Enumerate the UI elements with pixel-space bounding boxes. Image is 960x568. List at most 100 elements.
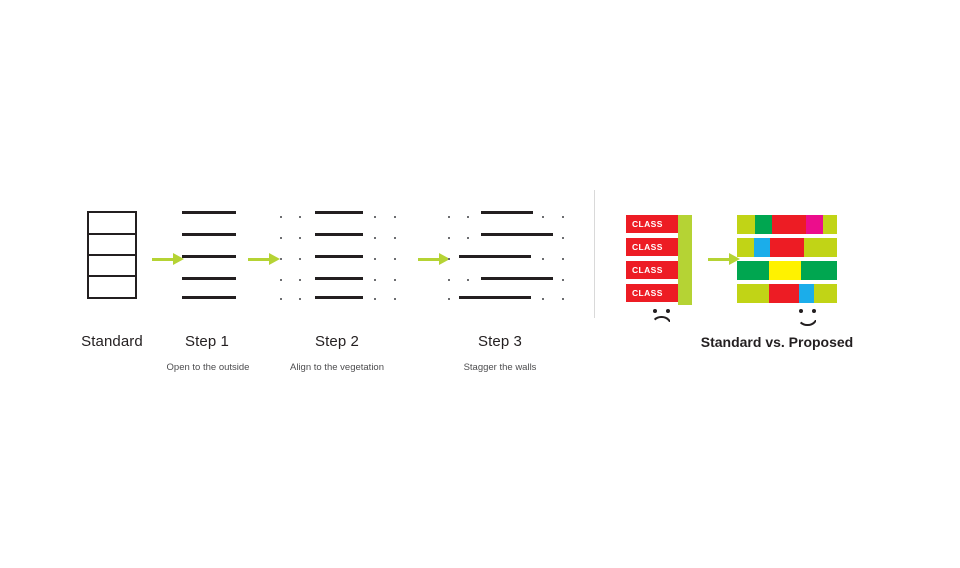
vegetation-dot [562, 298, 564, 300]
program-cell [737, 284, 769, 303]
vegetation-dot [299, 279, 301, 281]
vegetation-dot [280, 298, 282, 300]
face-mouth [651, 316, 672, 326]
vegetation-dot [448, 216, 450, 218]
wall-line [315, 255, 363, 258]
face-eye [653, 309, 657, 313]
vegetation-dot [467, 237, 469, 239]
arrow-head [729, 253, 740, 265]
vegetation-dot [280, 237, 282, 239]
vegetation-dot [542, 298, 544, 300]
program-cell [770, 238, 804, 257]
vegetation-dot [299, 216, 301, 218]
program-row [737, 238, 879, 257]
stage-title-step-1: Step 1 [185, 333, 229, 350]
proposed-program-grid [737, 215, 879, 305]
transformation-sequence-panel: Standard Step 1 Open to the outside Step… [81, 205, 570, 373]
wall-line [182, 255, 236, 258]
vegetation-dot [394, 258, 396, 260]
stage-caption-step-1: Open to the outside [166, 362, 250, 373]
wall-line [459, 255, 531, 258]
program-cell [737, 215, 755, 234]
vegetation-dot [280, 216, 282, 218]
vegetation-dot [374, 279, 376, 281]
comparison-title: Standard vs. Proposed [700, 334, 854, 350]
program-cell [737, 238, 754, 257]
arrow-shaft [418, 258, 440, 261]
vegetation-dot [299, 237, 301, 239]
cell-divider [89, 254, 135, 256]
vegetation-dot [374, 216, 376, 218]
wall-line [315, 277, 363, 280]
vegetation-dot [374, 237, 376, 239]
sad-face-icon [645, 307, 679, 331]
program-cell [814, 284, 837, 303]
program-cell [801, 261, 837, 280]
vegetation-dot [374, 258, 376, 260]
program-row [737, 215, 879, 234]
wall-line [182, 233, 236, 236]
vegetation-dot [374, 298, 376, 300]
arrow-head [173, 253, 184, 265]
arrow-head [269, 253, 280, 265]
panel-divider [594, 190, 595, 318]
vegetation-dot [280, 279, 282, 281]
program-row [737, 284, 879, 303]
face-mouth [797, 316, 818, 326]
program-cell [769, 261, 801, 280]
step-2-diagram [277, 205, 402, 305]
wall-line [481, 277, 553, 280]
vegetation-dot [394, 237, 396, 239]
cell-divider [89, 275, 135, 277]
program-cell [804, 238, 837, 257]
class-bar: CLASS [626, 284, 680, 302]
class-bar: CLASS [626, 261, 680, 279]
vegetation-dot [562, 216, 564, 218]
program-cell [754, 238, 770, 257]
step-1-diagram [180, 205, 288, 305]
wall-line [315, 296, 363, 299]
wall-line [481, 211, 533, 214]
vegetation-dot [448, 298, 450, 300]
arrow-shaft [708, 258, 730, 261]
vegetation-dot [562, 279, 564, 281]
stage-title-step-2: Step 2 [315, 333, 359, 350]
program-cell [772, 215, 806, 234]
cell-divider [89, 233, 135, 235]
program-cell [769, 284, 799, 303]
stage-title-standard: Standard [81, 333, 143, 350]
program-cell [737, 261, 769, 280]
standard-building-diagram [87, 211, 137, 299]
arrow-shaft [152, 258, 174, 261]
vegetation-dot [448, 279, 450, 281]
wall-line [459, 296, 531, 299]
vegetation-dot [394, 216, 396, 218]
vegetation-dot [467, 216, 469, 218]
vegetation-dot [562, 237, 564, 239]
stage-caption-step-2: Align to the vegetation [289, 362, 384, 373]
wall-line [182, 277, 236, 280]
arrow-head [439, 253, 450, 265]
step-3-diagram [445, 205, 570, 305]
vegetation-dot [448, 237, 450, 239]
program-cell [806, 215, 823, 234]
wall-line [481, 233, 553, 236]
vegetation-dot [467, 279, 469, 281]
wall-line [315, 233, 363, 236]
wall-line [182, 211, 236, 214]
face-eye [799, 309, 803, 313]
stage-title-step-3: Step 3 [478, 333, 522, 350]
program-cell [755, 215, 772, 234]
class-bar: CLASS [626, 215, 680, 233]
vegetation-dot [299, 258, 301, 260]
wall-line [182, 296, 236, 299]
vegetation-dot [394, 298, 396, 300]
program-cell [799, 284, 814, 303]
standard-corridor-strip [678, 215, 692, 305]
arrow-shaft [248, 258, 270, 261]
program-row [737, 261, 879, 280]
vegetation-dot [394, 279, 396, 281]
vegetation-dot [542, 258, 544, 260]
program-cell [823, 215, 837, 234]
vegetation-dot [448, 258, 450, 260]
